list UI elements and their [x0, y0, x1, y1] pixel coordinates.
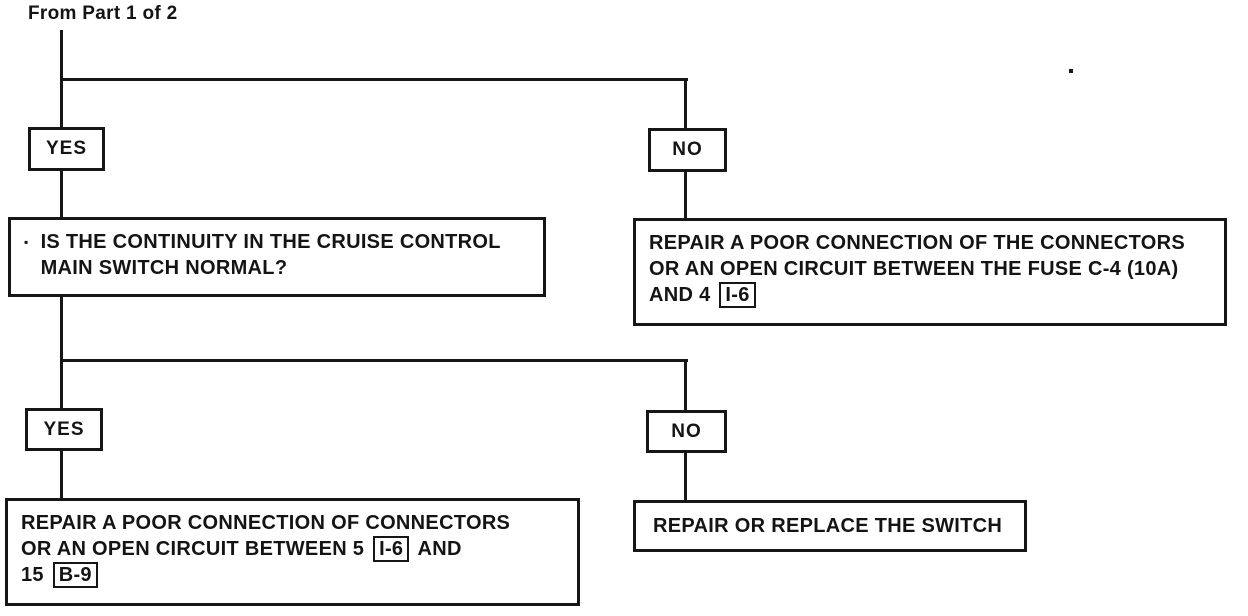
decision2-yes-label: YES	[43, 418, 85, 440]
repair-connectors-line2-suffix: AND	[417, 538, 462, 560]
question-line2: MAIN SWITCH NORMAL?	[40, 257, 288, 279]
question-line1: IS THE CONTINUITY IN THE CRUISE CONTROL	[40, 231, 501, 253]
connector-ref-i6: I-6	[719, 282, 756, 308]
decision1-no-label: NO	[672, 139, 703, 160]
repair-fuse-line1: REPAIR A POOR CONNECTION OF THE CONNECTO…	[649, 232, 1185, 254]
repair-replace-switch-box: REPAIR OR REPLACE THE SWITCH	[633, 500, 1027, 552]
decision2-yes-box: YES	[25, 408, 103, 451]
question-text: IS THE CONTINUITY IN THE CRUISE CONTROL …	[41, 229, 501, 281]
branch2-horizontal-line	[60, 359, 688, 362]
repair-connectors-box: REPAIR A POOR CONNECTION OF CONNECTORS O…	[5, 498, 580, 606]
repair-replace-switch-label: REPAIR OR REPLACE THE SWITCH	[653, 515, 1003, 537]
repair-connectors-line2: OR AN OPEN CIRCUIT BETWEEN 5	[21, 538, 365, 560]
repair-connectors-line1: REPAIR A POOR CONNECTION OF CONNECTORS	[21, 512, 511, 534]
bullet-icon: ▪	[24, 235, 29, 249]
decision2-no-box: NO	[646, 410, 727, 453]
connector-ref-b9: B-9	[52, 562, 98, 588]
repair-connectors-line3: 15	[21, 564, 44, 586]
no2-to-action-line	[684, 453, 687, 500]
branch1-no-drop-line	[684, 78, 687, 130]
scan-artifact-dot	[1069, 69, 1073, 73]
decision1-no-box: NO	[648, 128, 727, 172]
yes1-to-question-line	[60, 171, 63, 217]
question-to-branch2-line	[60, 297, 63, 408]
decision1-yes-box: YES	[28, 127, 105, 171]
connector-ref-i6-2: I-6	[373, 536, 410, 562]
repair-fuse-line2: OR AN OPEN CIRCUIT BETWEEN THE FUSE C-4 …	[649, 258, 1179, 280]
yes2-to-action-line	[60, 451, 63, 498]
repair-fuse-line3: AND 4	[649, 284, 711, 306]
repair-fuse-circuit-box: REPAIR A POOR CONNECTION OF THE CONNECTO…	[633, 218, 1227, 326]
decision2-no-label: NO	[671, 420, 702, 442]
branch1-horizontal-line	[60, 78, 688, 81]
no1-to-action-line	[684, 172, 687, 218]
decision1-yes-label: YES	[45, 138, 88, 159]
source-label: From Part 1 of 2	[28, 3, 178, 24]
branch2-no-drop-line	[684, 359, 687, 410]
question-box: ▪ IS THE CONTINUITY IN THE CRUISE CONTRO…	[8, 217, 546, 297]
